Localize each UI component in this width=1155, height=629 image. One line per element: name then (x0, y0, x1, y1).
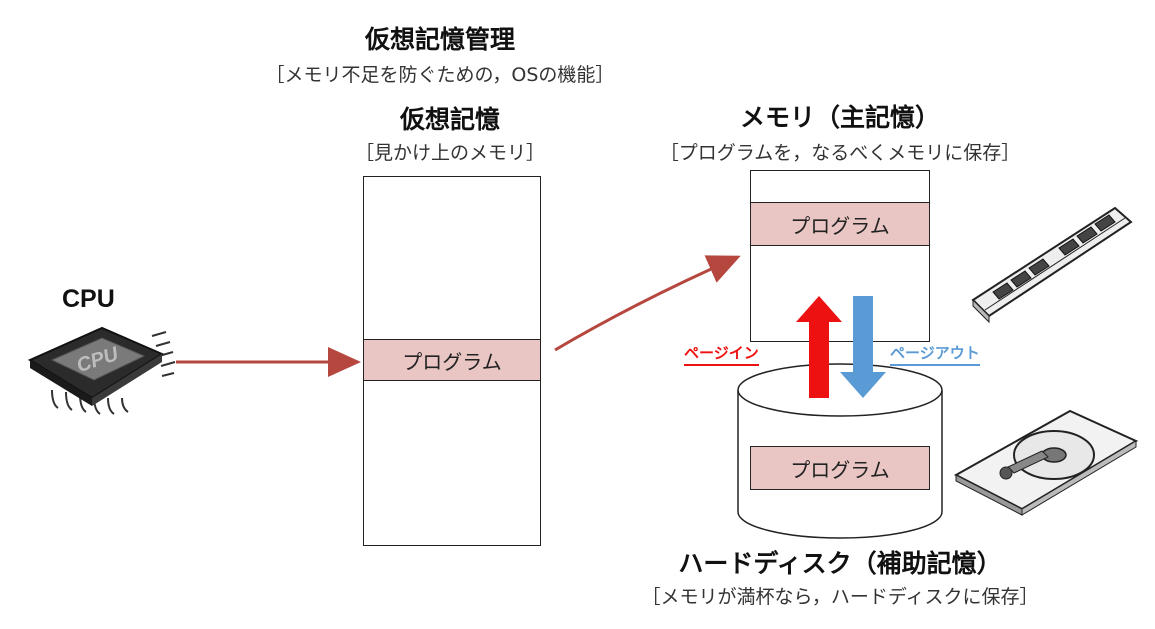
virtual-memory-subtitle: ［見かけ上のメモリ］ (354, 142, 545, 164)
page-out-arrow-icon (840, 296, 886, 398)
management-title: 仮想記憶管理 (364, 25, 515, 54)
hard-disk-program-label: プログラム (790, 457, 890, 482)
virtual-memory-program: プログラム (363, 339, 541, 381)
main-memory-subtitle: ［プログラムを，なるべくメモリに保存］ (659, 142, 1021, 164)
ram-module-icon (971, 206, 1133, 324)
cpu-label: CPU (62, 285, 115, 313)
page-out-label: ページアウト (890, 342, 980, 366)
hard-disk-subtitle: ［メモリが満杯なら，ハードディスクに保存］ (641, 586, 1039, 608)
hard-disk-title: ハードディスク（補助記憶） (678, 549, 1002, 578)
page-in-label: ページイン (684, 342, 759, 366)
cpu-chip-icon: CPU (27, 326, 176, 415)
main-memory-program: プログラム (750, 202, 930, 246)
main-memory-box (750, 170, 930, 342)
main-memory-program-label: プログラム (790, 213, 890, 238)
hard-drive-icon (953, 409, 1139, 516)
page-in-arrow-icon (796, 296, 842, 398)
virtual-memory-program-label: プログラム (402, 349, 502, 374)
hard-disk-program: プログラム (750, 446, 930, 490)
main-memory-title: メモリ（主記憶） (739, 103, 940, 132)
virtual-memory-title: 仮想記憶 (399, 105, 500, 134)
management-subtitle: ［メモリ不足を防ぐための，OSの機能］ (265, 64, 615, 86)
